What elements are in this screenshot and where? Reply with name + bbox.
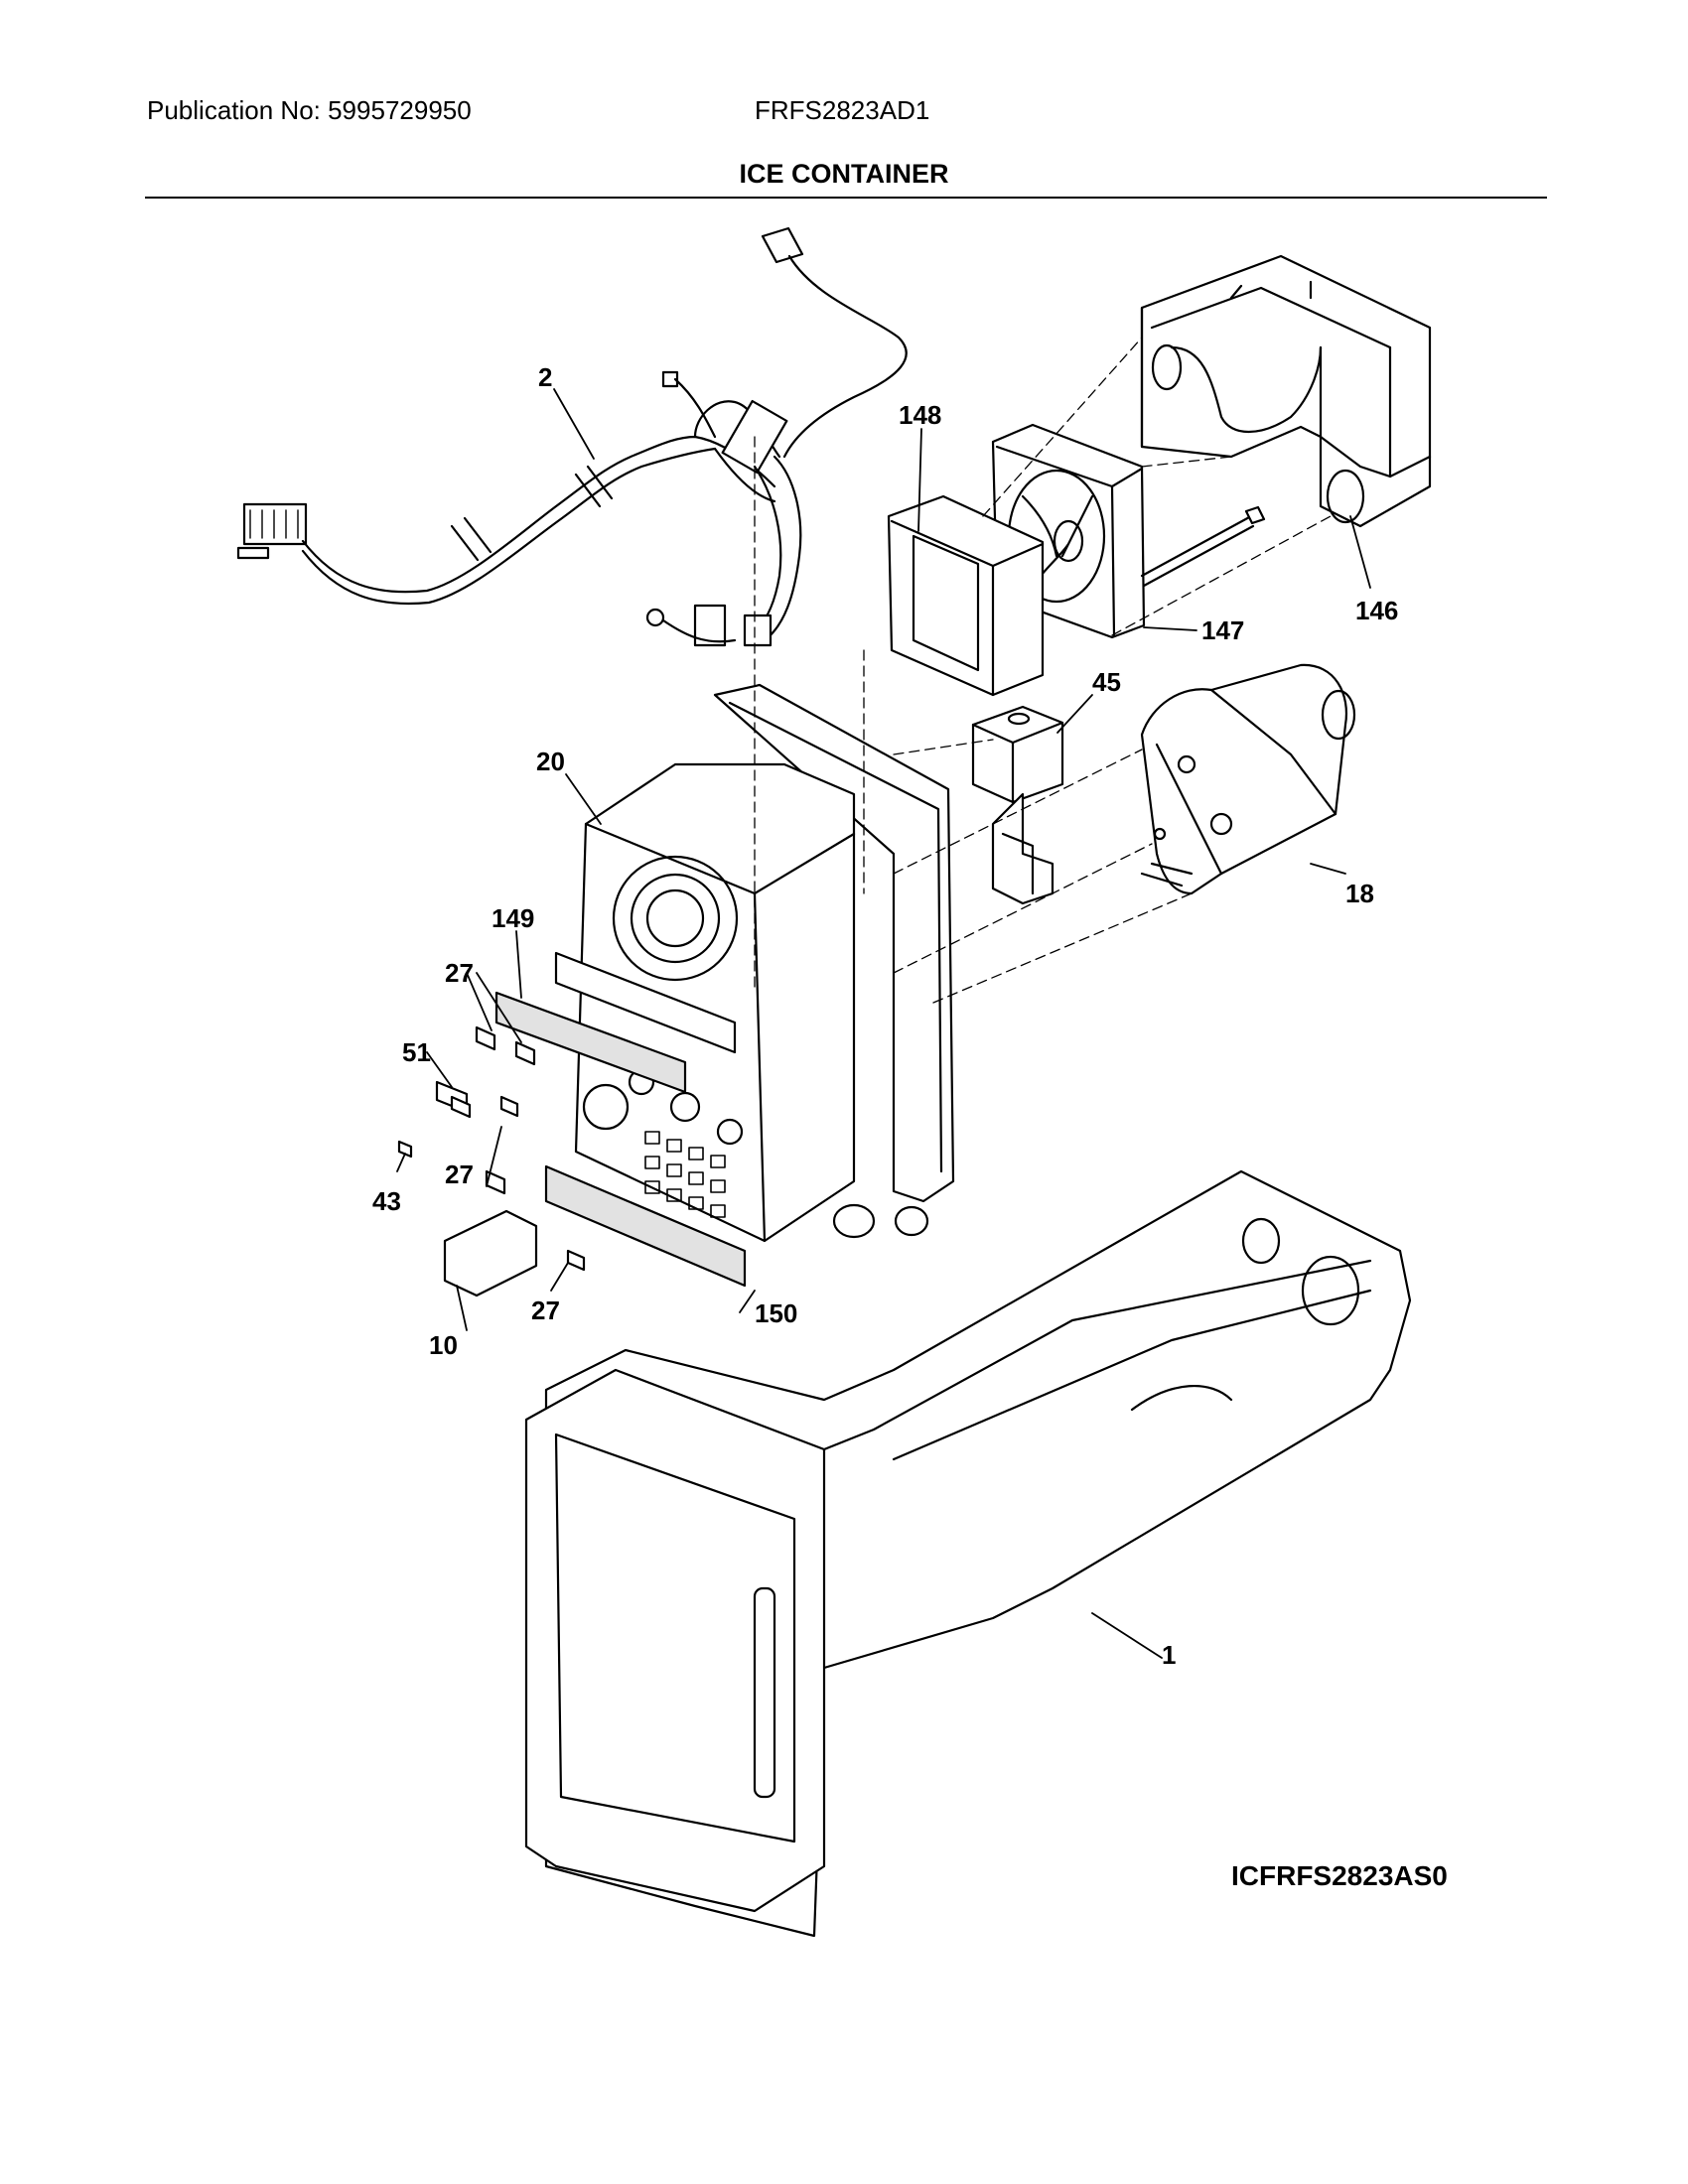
air-duct-housing — [1140, 254, 1432, 528]
label-part-147: 147 — [1201, 615, 1245, 645]
foam-strip-149 — [494, 991, 687, 1094]
label-part-2: 2 — [538, 362, 553, 392]
model-number: FRFS2823AD1 — [755, 95, 930, 125]
wire-harness — [236, 226, 908, 647]
label-part-146: 146 — [1355, 596, 1399, 625]
ice-maker-housing — [554, 683, 955, 1243]
label-part-18: 18 — [1345, 879, 1374, 908]
label-part-43: 43 — [372, 1186, 401, 1216]
label-part-20: 20 — [536, 747, 565, 776]
label-part-148: 148 — [899, 400, 942, 430]
label-part-1: 1 — [1162, 1640, 1177, 1670]
label-part-27-b: 27 — [445, 1160, 474, 1189]
diagram-code: ICFRFS2823AS0 — [1231, 1860, 1448, 1891]
label-part-10: 10 — [429, 1330, 458, 1360]
label-part-51: 51 — [402, 1037, 431, 1067]
label-part-45: 45 — [1092, 667, 1121, 697]
page-title: ICE CONTAINER — [739, 159, 949, 189]
foam-strip-150 — [544, 1164, 747, 1288]
label-part-27-a: 27 — [445, 958, 474, 988]
screws — [397, 1025, 586, 1272]
guide-part-10 — [443, 1209, 538, 1297]
auger-motor — [1140, 663, 1356, 895]
label-part-27-c: 27 — [531, 1296, 560, 1325]
solenoid — [971, 705, 1064, 905]
header-rule — [145, 197, 1547, 199]
publication-number: Publication No: 5995729950 — [147, 95, 472, 125]
ice-bin — [524, 1169, 1412, 1938]
label-part-150: 150 — [755, 1298, 798, 1328]
fan-shroud — [887, 494, 1045, 697]
label-part-149: 149 — [492, 903, 535, 933]
